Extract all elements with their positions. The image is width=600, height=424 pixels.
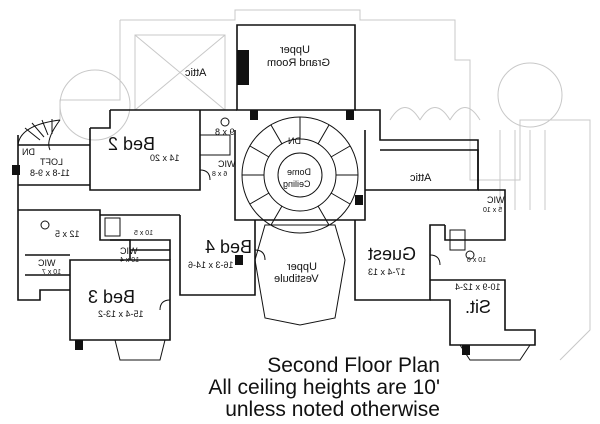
upper-vestibule-label-2: Vestibule <box>274 273 319 285</box>
sit-dimensions: 10-9 x 12-4 <box>455 282 501 292</box>
wic-left-walls <box>25 254 70 276</box>
dn-left-label: DN <box>22 147 35 157</box>
dim-12x5-label: 12 x 5 <box>55 229 80 239</box>
wic-left-dimensions: 10 x 7 <box>42 269 62 276</box>
attic-top-label: Attic <box>185 67 207 79</box>
dome-ceiling-label-2: Ceiling <box>283 179 311 189</box>
attic-right-label: Attic <box>410 172 432 184</box>
annotation-line-1: Second Floor Plan <box>267 354 440 377</box>
outer-wall-left <box>17 110 111 301</box>
loft-walls <box>18 144 90 186</box>
column-1 <box>250 110 258 120</box>
toilet-1 <box>220 117 230 127</box>
annotation-line-3: unless noted otherwise <box>225 398 440 421</box>
wall-block-left <box>12 165 20 175</box>
left-wing-walls <box>18 209 180 260</box>
column-2 <box>346 110 354 120</box>
bed4-label: Bed 4 <box>205 237 253 257</box>
bed3-label: Bed 3 <box>88 287 136 307</box>
column-4 <box>235 255 243 265</box>
guest-label: Guest <box>368 244 417 264</box>
wic-mid-label: WIC <box>120 246 138 256</box>
wic-right-dimensions: 5 x 10 <box>483 207 503 214</box>
bed2-label: Bed 2 <box>108 134 156 154</box>
upper-grand-room-label-2: Grand Room <box>267 57 330 69</box>
guest-dimensions: 17-4 x 13 <box>368 267 406 277</box>
sit-label: Sit. <box>465 297 492 317</box>
attic-left-outline <box>134 34 226 111</box>
left-stair-arc <box>17 119 61 151</box>
upper-vestibule-walls <box>254 224 346 326</box>
dome-ceiling-ring <box>277 152 323 198</box>
bed3-bay <box>114 339 166 361</box>
loft-dimensions: 11-8 x 9-8 <box>30 168 70 178</box>
column-3 <box>355 195 363 205</box>
bed3-walls <box>69 259 171 341</box>
dim-10x5-label: 10 x 5 <box>134 230 154 237</box>
bed2-dimensions: 14 x 20 <box>150 153 180 163</box>
toilet-2 <box>40 220 50 230</box>
left-stair-treads <box>24 119 53 141</box>
dome-ceiling-label-1: Dome <box>287 167 312 177</box>
column-5 <box>462 345 470 355</box>
upper-vestibule-label-1: Upper <box>287 261 317 273</box>
stair-treads <box>242 117 358 226</box>
turret-right-outline <box>497 62 563 128</box>
porch-arcs <box>389 107 481 121</box>
right-columns <box>499 130 546 210</box>
wic-bed2-dimensions: 6 x 8 <box>212 171 228 178</box>
sit-bay <box>459 344 531 361</box>
attic-right-walls <box>365 149 479 191</box>
roof-outline-top <box>120 9 471 110</box>
dim-10x6-label: 10 x 6 <box>467 257 487 264</box>
sit-walls <box>430 279 536 346</box>
bath-tub-bed2 <box>199 134 231 156</box>
turret-left-outline <box>59 69 131 141</box>
center-core <box>234 130 366 221</box>
floor-plan-annotation: Second Floor Plan All ceiling heights ar… <box>180 355 440 421</box>
dn-top-label: DN <box>288 136 301 146</box>
wic-right-label: WIC <box>487 195 505 205</box>
wic-right-walls <box>444 189 506 241</box>
bed3-dimensions: 15-4 x 13-2 <box>98 309 144 319</box>
wic-left-label: WIC <box>38 258 56 268</box>
upper-grand-room-label-1: Upper <box>280 44 310 56</box>
wic-mid-walls <box>110 239 171 260</box>
column-6 <box>75 340 83 350</box>
loft-label: LOFT <box>40 157 64 167</box>
wic-bed2-label: WIC <box>218 159 236 169</box>
wic-mid-dimensions: 10 x 4 <box>120 257 140 264</box>
bed4-dimensions: 16-3 x 14-6 <box>188 260 234 270</box>
door-swings <box>159 169 441 311</box>
bath-fixture-wic <box>449 229 466 251</box>
bath-fixture-mid <box>104 217 121 237</box>
dim-9x8-label: 9 x 8 <box>215 127 235 137</box>
toilet-3 <box>465 250 475 260</box>
bed4-walls <box>179 215 256 296</box>
roof-outline-right <box>469 110 591 361</box>
fireplace-grand-room <box>237 50 249 85</box>
annotation-line-2: All ceiling heights are 10' <box>208 376 440 399</box>
